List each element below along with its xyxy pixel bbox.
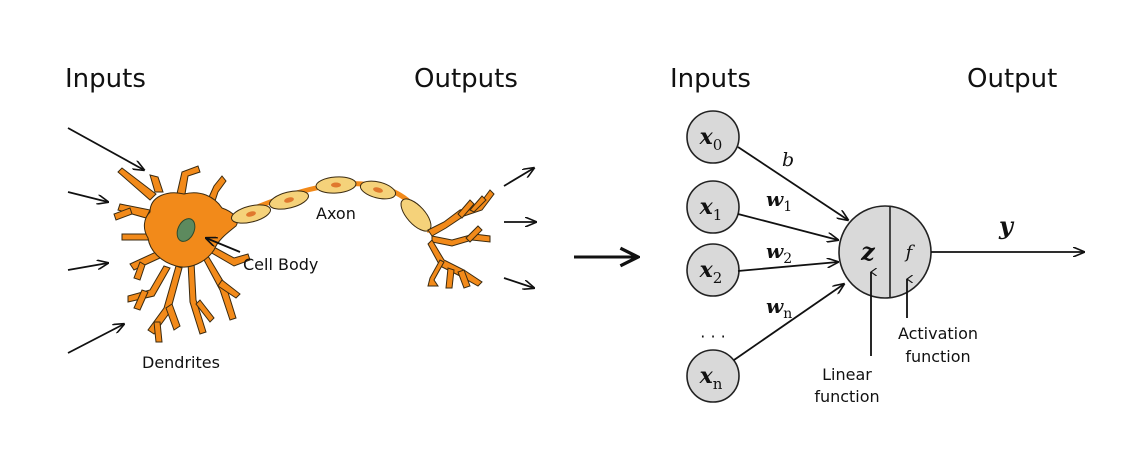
weight-edge [733,284,844,361]
svg-text:x0: x0 [699,124,723,154]
myelin-nuclei [246,182,383,217]
input-ellipsis: · · · [700,327,725,346]
linear-label-line1: Linear [822,365,872,384]
input-node-var: x [699,124,714,150]
weight-edge [737,146,848,220]
svg-text:x2: x2 [699,257,723,287]
weight-label: w2 [766,239,792,267]
input-node-sub: 1 [713,206,723,224]
input-node-sub: 0 [713,136,723,154]
biological-neuron: Inputs Outputs [65,64,536,372]
cell-body-pointer [206,238,241,253]
weight-label: wn [766,294,792,322]
weight-label: b [782,149,794,171]
bio-input-arrow [67,324,124,354]
neuron-z: z [860,237,876,266]
axon-label: Axon [316,204,356,223]
input-node-sub: 2 [713,269,723,287]
input-node: xn [686,349,740,403]
bio-input-arrow [67,127,144,170]
bio-input-arrow [67,263,108,271]
input-node: x2 [686,243,740,297]
bio-outputs-heading: Outputs [414,64,518,94]
input-node: x0 [686,110,740,164]
bio-output-arrow [503,168,534,187]
svg-text:x1: x1 [699,194,723,224]
svg-text:xn: xn [699,363,723,393]
activation-label-line2: function [905,347,970,366]
linear-label-line2: function [814,387,879,406]
cell-body-label: Cell Body [243,255,318,274]
activation-label-line1: Activation [898,324,978,343]
weight-label: w1 [766,187,792,215]
dendrites-label: Dendrites [142,353,220,372]
ann-inputs-heading: Inputs [670,64,751,94]
input-node-var: x [699,194,714,220]
input-node: x1 [686,180,740,234]
artificial-neuron: Inputs Output x0 x1 x2 · · · xn b w1 w2 … [670,64,1084,406]
nucleus-shape [176,218,196,242]
axon-terminals [427,189,495,289]
bio-inputs-heading: Inputs [65,64,146,94]
input-node-sub: n [713,375,723,393]
weight-edge [737,213,838,240]
ann-output-heading: Output [967,64,1057,94]
weight-edge [737,262,838,272]
bio-input-arrow [67,191,108,202]
neuron-unit [838,205,932,299]
input-node-var: x [699,257,714,283]
input-node-var: x [699,363,714,389]
bio-output-arrow [503,277,534,288]
output-y: y [998,211,1015,240]
